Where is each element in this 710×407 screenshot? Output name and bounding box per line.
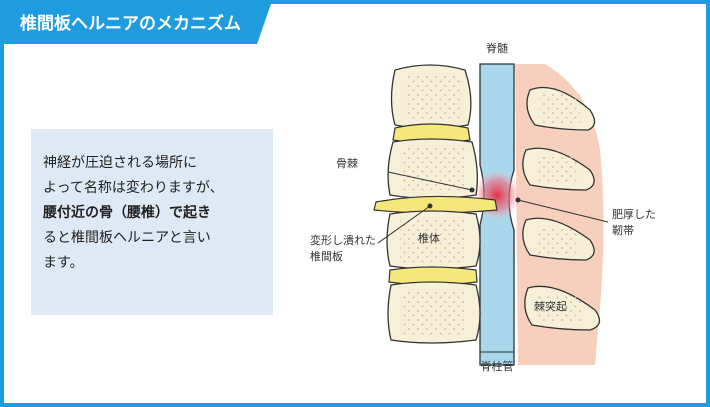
description-line-1: 神経が圧迫される場所に [43, 155, 197, 171]
label-spinal-canal: 脊柱管 [481, 359, 514, 373]
compression-highlight [473, 169, 521, 221]
label-ligament-1: 肥厚した [612, 208, 656, 221]
label-deformed-disc-2: 椎間板 [310, 249, 343, 263]
description-line-5: ます。 [43, 255, 84, 271]
label-deformed-disc-1: 変形し潰れた [310, 233, 376, 247]
description-line-3: 腰付近の骨（腰椎）で起き [43, 205, 211, 221]
label-ligament-2: 靭帯 [612, 223, 634, 237]
label-spinal-cord: 脊髄 [486, 41, 508, 55]
spine-diagram: 脊髄 骨棘 変形し潰れた 椎間板 椎体 肥厚した 靭帯 棘突起 脊柱管 [310, 41, 656, 373]
label-vertebral-body: 椎体 [418, 231, 440, 245]
description-line-2: よって名称は変わりますが、 [43, 180, 224, 196]
description-box: 神経が圧迫される場所に よって名称は変わりますが、 腰付近の骨（腰椎）で起き る… [31, 129, 273, 315]
label-bone-spur: 骨棘 [336, 157, 358, 170]
description-line-4: ると椎間板ヘルニアと言い [43, 230, 211, 246]
page-title: 椎間板ヘルニアのメカニズム [4, 4, 271, 44]
label-spinous-process: 棘突起 [534, 299, 567, 313]
